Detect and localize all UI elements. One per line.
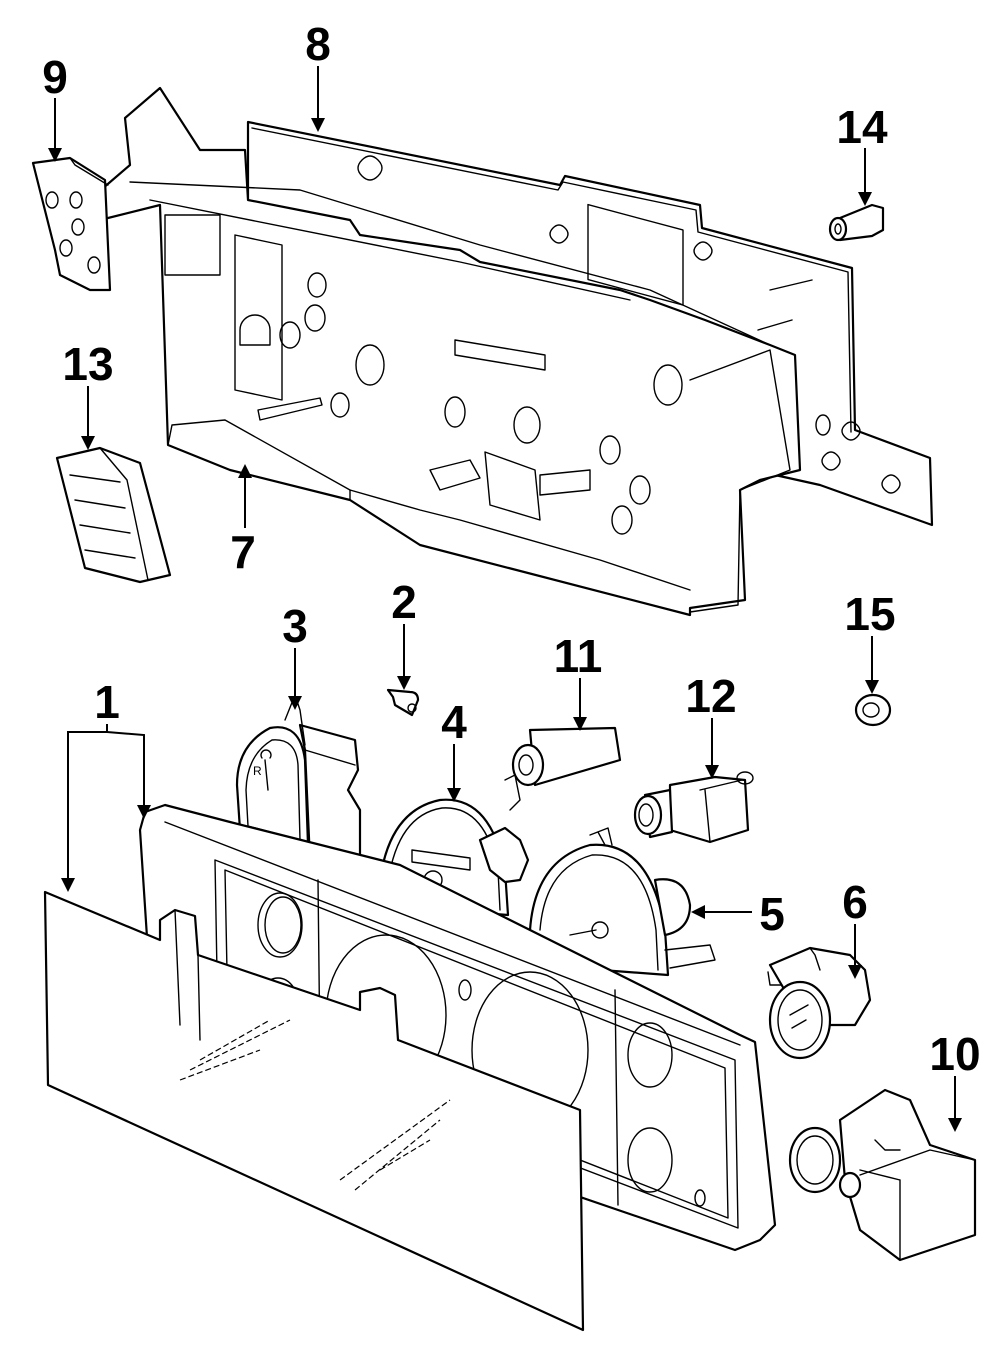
callout-1-label: 1: [94, 676, 120, 728]
part-gauge-with-housing[interactable]: [788, 1088, 977, 1262]
callout-9[interactable]: 9: [42, 51, 68, 162]
callout-9-label: 9: [42, 51, 68, 103]
arrow-icon: [238, 464, 252, 478]
callout-3-label: 3: [282, 600, 308, 652]
callout-11[interactable]: 11: [554, 630, 603, 731]
callout-11-label: 11: [554, 630, 603, 682]
part-washer[interactable]: [854, 693, 892, 727]
callout-15-label: 15: [844, 588, 895, 640]
part-bulb-socket[interactable]: [633, 771, 754, 844]
svg-text:R: R: [253, 764, 262, 778]
arrow-icon: [61, 878, 75, 892]
callout-8-label: 8: [305, 18, 331, 70]
callout-5[interactable]: 5: [691, 888, 785, 940]
callout-2-label: 2: [391, 576, 417, 628]
callouts: 8 9 14 13 7 2: [42, 18, 981, 1132]
callout-14-label: 14: [836, 101, 888, 153]
part-tachometer[interactable]: [528, 827, 716, 977]
part-cluster-lens[interactable]: [43, 803, 777, 1332]
part-bulb[interactable]: [828, 203, 885, 242]
callout-8[interactable]: 8: [305, 18, 331, 132]
callout-12-label: 12: [685, 670, 736, 722]
arrow-icon: [573, 717, 587, 731]
callout-1[interactable]: 1: [61, 676, 151, 892]
part-vent-grille[interactable]: [55, 446, 172, 584]
arrow-icon: [311, 118, 325, 132]
arrow-icon: [397, 676, 411, 690]
arrow-icon: [948, 1118, 962, 1132]
arrow-icon: [691, 905, 705, 919]
arrow-icon: [288, 696, 302, 710]
callout-4-label: 4: [441, 696, 467, 748]
arrow-icon: [48, 148, 62, 162]
arrow-icon: [705, 765, 719, 779]
part-gauge-small[interactable]: R: [235, 694, 362, 872]
part-side-bracket[interactable]: [31, 156, 112, 292]
callout-5-label: 5: [759, 888, 785, 940]
arrow-icon: [447, 788, 461, 802]
arrow-icon: [858, 192, 872, 206]
callout-3[interactable]: 3: [282, 600, 308, 710]
part-gauge-round[interactable]: [767, 946, 872, 1060]
callout-6-label: 6: [842, 876, 868, 928]
callout-7[interactable]: 7: [230, 464, 256, 578]
callout-10-label: 10: [929, 1028, 980, 1080]
arrow-icon: [848, 965, 862, 979]
callout-6[interactable]: 6: [842, 876, 868, 979]
part-bulb-socket-long[interactable]: [511, 726, 622, 787]
callout-10[interactable]: 10: [929, 1028, 981, 1132]
part-clip[interactable]: [386, 688, 420, 717]
callout-12[interactable]: 12: [685, 670, 737, 779]
callout-4[interactable]: 4: [441, 696, 467, 802]
callout-13[interactable]: 13: [62, 338, 114, 450]
arrow-icon: [81, 436, 95, 450]
arrow-icon: [865, 680, 879, 694]
callout-14[interactable]: 14: [836, 101, 888, 206]
part-cluster-carrier[interactable]: [93, 86, 802, 617]
callout-13-label: 13: [62, 338, 113, 390]
callout-7-label: 7: [230, 526, 256, 578]
arrow-icon: [137, 805, 151, 819]
callout-2[interactable]: 2: [391, 576, 417, 690]
callout-15[interactable]: 15: [844, 588, 896, 694]
